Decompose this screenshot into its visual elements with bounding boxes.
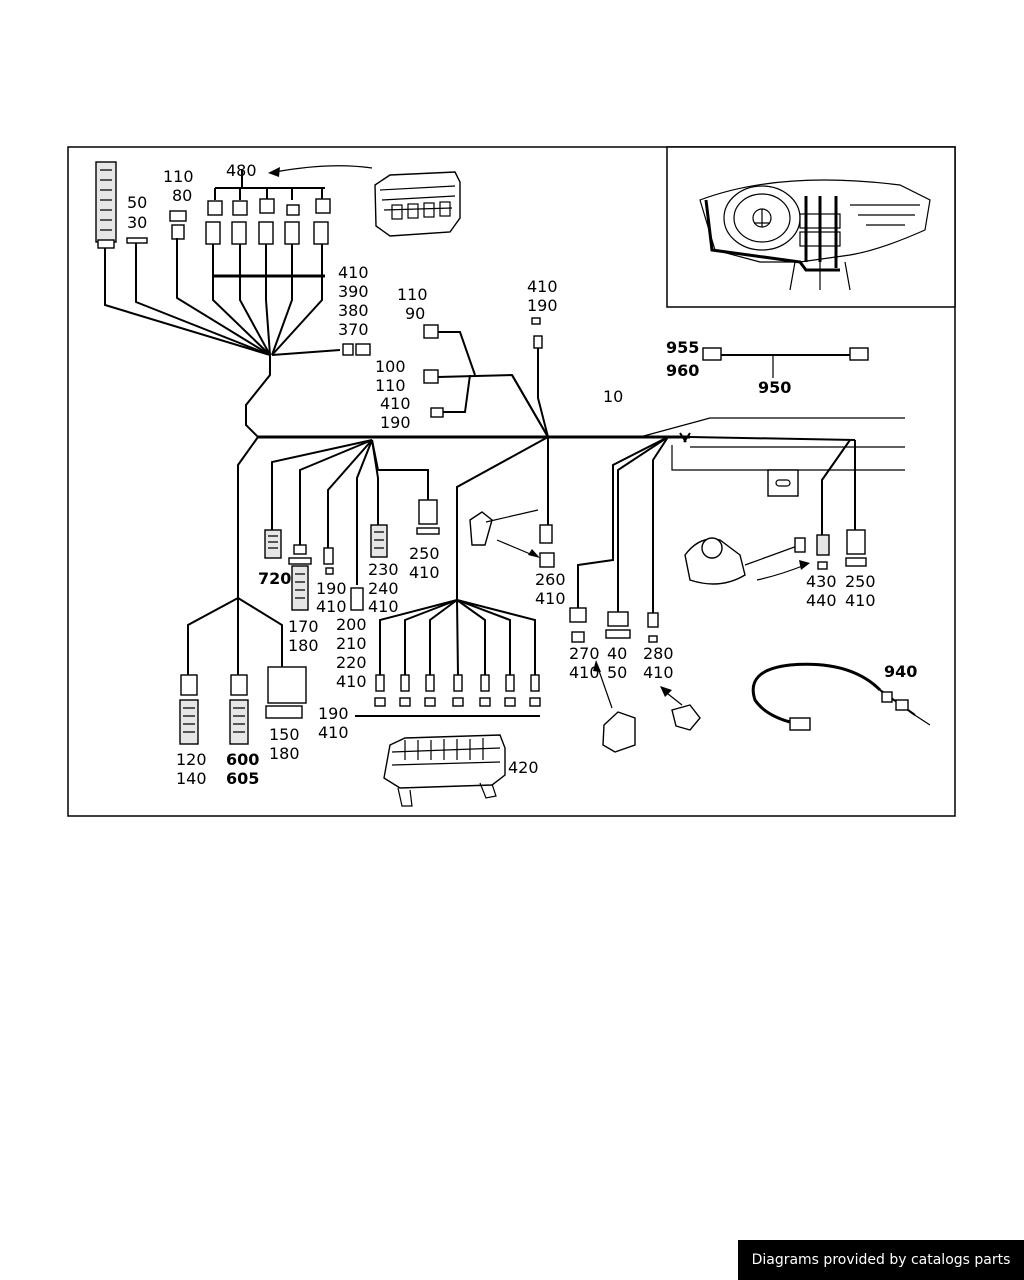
callout-170: 170 [288, 617, 319, 636]
connector-column-left [95, 161, 187, 249]
callout-410: 410 [316, 597, 347, 616]
callout-600: 600 [226, 750, 259, 769]
dashboard-beam [639, 417, 905, 497]
inset-dashboard-location [666, 146, 956, 308]
callout-260: 260 [535, 570, 566, 589]
callout-120: 120 [176, 750, 207, 769]
callout-100: 100 [375, 357, 406, 376]
callout-210: 210 [336, 634, 367, 653]
callout-410: 410 [527, 277, 558, 296]
callout-390: 390 [338, 282, 369, 301]
callout-720: 720 [258, 569, 291, 588]
callout-950: 950 [758, 378, 791, 397]
callout-410: 410 [380, 394, 411, 413]
callout-50: 50 [607, 663, 627, 682]
callout-50: 50 [127, 193, 147, 212]
callout-410: 410 [368, 597, 399, 616]
callout-410: 410 [318, 723, 349, 742]
callout-410: 410 [569, 663, 600, 682]
callout-410: 410 [409, 563, 440, 582]
callout-90: 90 [405, 304, 425, 323]
callout-200: 200 [336, 615, 367, 634]
callout-110: 110 [375, 376, 406, 395]
callout-370: 370 [338, 320, 369, 339]
footer-attribution: Diagrams provided by catalogs parts [738, 1240, 1024, 1280]
callout-110: 110 [163, 167, 194, 186]
callout-140: 140 [176, 769, 207, 788]
callout-250: 250 [409, 544, 440, 563]
callout-150: 150 [269, 725, 300, 744]
callout-410: 410 [535, 589, 566, 608]
callout-220: 220 [336, 653, 367, 672]
callout-80: 80 [172, 186, 192, 205]
callout-190: 190 [380, 413, 411, 432]
harness-wires [104, 238, 856, 676]
relay-connectors-top [205, 170, 331, 278]
callout-labels: 480 110 80 50 30 410 390 380 370 110 90 … [127, 161, 917, 788]
callout-410: 410 [336, 672, 367, 691]
callout-190: 190 [527, 296, 558, 315]
fuse-box-480 [268, 165, 461, 237]
callout-605: 605 [226, 769, 259, 788]
callout-940: 940 [884, 662, 917, 681]
callout-30: 30 [127, 213, 147, 232]
callout-960: 960 [666, 361, 699, 380]
diagram-frame [67, 146, 956, 817]
callout-420: 420 [508, 758, 539, 777]
callout-240: 240 [368, 579, 399, 598]
connectors-lower [179, 499, 867, 745]
callout-410: 410 [845, 591, 876, 610]
components-right [469, 347, 931, 753]
callout-955: 955 [666, 338, 699, 357]
callout-110: 110 [397, 285, 428, 304]
callout-180: 180 [269, 744, 300, 763]
callout-280: 280 [643, 644, 674, 663]
callout-190: 190 [318, 704, 349, 723]
callout-40: 40 [607, 644, 627, 663]
callout-250: 250 [845, 572, 876, 591]
callout-410: 410 [643, 663, 674, 682]
callout-10: 10 [603, 387, 623, 406]
callout-480: 480 [226, 161, 257, 180]
callout-190: 190 [316, 579, 347, 598]
callout-270: 270 [569, 644, 600, 663]
callout-180: 180 [288, 636, 319, 655]
callout-380: 380 [338, 301, 369, 320]
callout-410: 410 [338, 263, 369, 282]
callout-440: 440 [806, 591, 837, 610]
callout-230: 230 [368, 560, 399, 579]
fuse-block-420 [383, 734, 506, 807]
callout-430: 430 [806, 572, 837, 591]
